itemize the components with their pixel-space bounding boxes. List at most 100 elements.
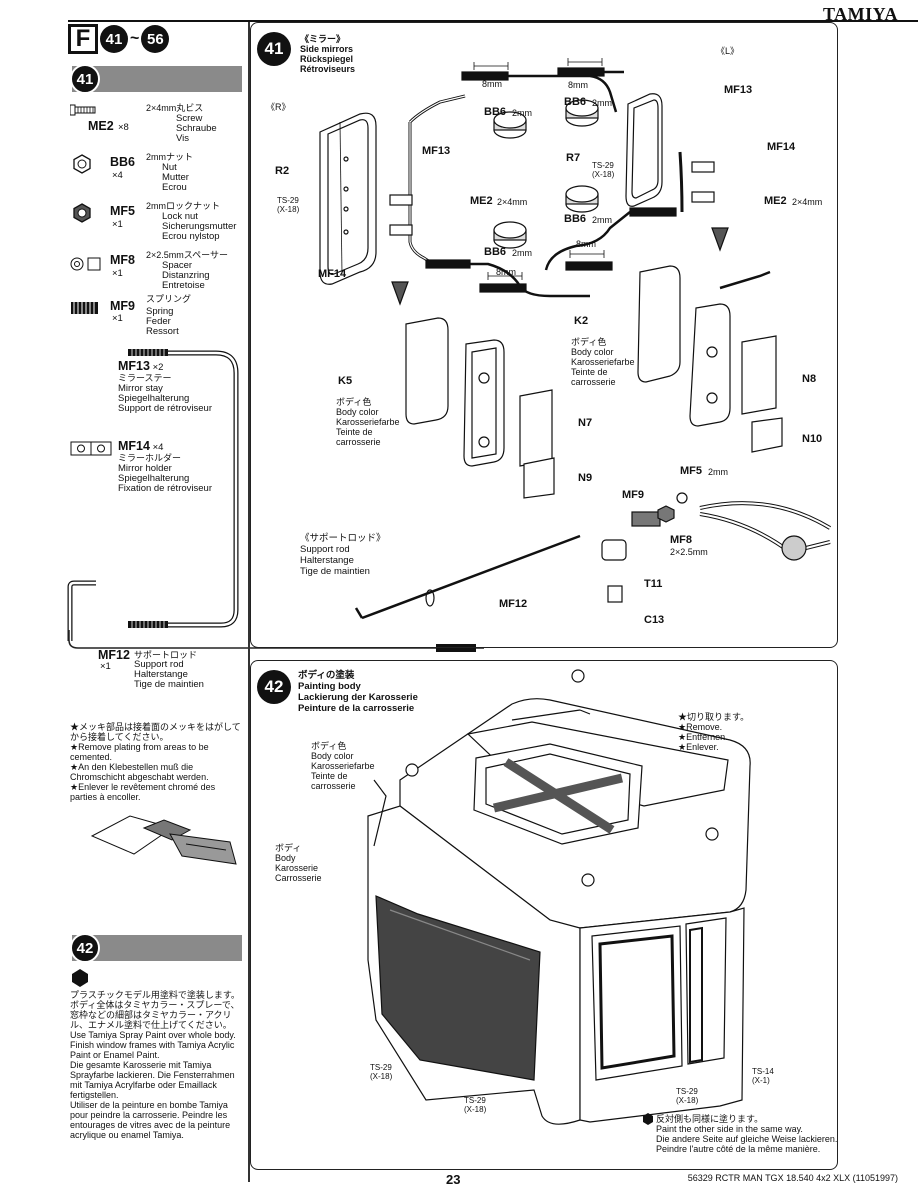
part-mf14-code: MF14 bbox=[118, 439, 150, 453]
part-mf5-jp: 2mmロックナット bbox=[146, 201, 220, 211]
part-bb6-code: BB6 bbox=[110, 155, 136, 169]
section-letter: F bbox=[68, 24, 98, 54]
paint-ts29-a: TS-29 (X-18) bbox=[370, 1063, 393, 1081]
step41-assembly-drawing bbox=[319, 58, 832, 620]
column-divider bbox=[248, 22, 250, 1182]
callout-mf13-l: MF13 bbox=[724, 84, 753, 96]
callout-mf5-size: 2mm bbox=[708, 467, 728, 477]
callout-mf13-r: MF13 bbox=[422, 145, 451, 157]
callout-me2-size-r: 2×4mm bbox=[497, 197, 528, 207]
plating-note: ★メッキ部品は接着面のメッキをはがしてから接着してください。 ★Remove p… bbox=[70, 722, 241, 802]
callout-bb6-size-l1: 2mm bbox=[592, 98, 612, 108]
paint-ts14: TS-14 (X-1) bbox=[752, 1067, 774, 1085]
part-mf12-qty: ×1 bbox=[100, 661, 111, 672]
body-color-label: ボディ色 Body color Karosseriefarbe Teinte d… bbox=[311, 741, 375, 791]
callout-n10: N10 bbox=[802, 433, 823, 445]
part-mf8-jp: 2×2.5mmスペーサー bbox=[146, 250, 228, 260]
part-me2-names: Screw Schraube Vis bbox=[176, 113, 217, 144]
callout-mf12: MF12 bbox=[499, 598, 528, 610]
callout-bb6-r1: BB6 bbox=[484, 106, 507, 118]
part-mf12-jp: サポートロッド bbox=[134, 650, 198, 660]
part-mf13-code: MF13 bbox=[118, 359, 150, 373]
body-label: ボディ Body Karosserie Carrosserie bbox=[275, 843, 322, 883]
part-mf13-qty: ×2 bbox=[152, 362, 164, 373]
side-right-label: 《R》 bbox=[266, 102, 291, 112]
model-code: 56329 RCTR MAN TGX 18.540 4x2 XLX (11051… bbox=[687, 1173, 898, 1183]
part-mf5-names: Lock nut Sicherungsmutter Ecrou nylstop bbox=[162, 211, 237, 242]
callout-n7: N7 bbox=[578, 417, 593, 429]
step42-side-header: 42 bbox=[70, 933, 242, 963]
paint-ts29-l: TS-29 (X-18) bbox=[592, 161, 615, 179]
callout-bb6-size-r2: 2mm bbox=[512, 248, 532, 258]
callout-bb6-l2: BB6 bbox=[564, 213, 587, 225]
support-rod-title: 《サポートロッド》 Support rod Halterstange Tige … bbox=[300, 533, 386, 577]
nut-icon bbox=[73, 154, 91, 174]
mirror-title: 《ミラー》 Side mirrors Rückspiegel Rétrovise… bbox=[300, 34, 356, 74]
paint-ts29-b: TS-29 (X-18) bbox=[464, 1096, 487, 1114]
callout-me2-size-l: 2×4mm bbox=[792, 197, 823, 207]
callout-bb6-size-r1: 2mm bbox=[512, 108, 532, 118]
callout-n9: N9 bbox=[578, 472, 593, 484]
part-mf9-jp: スプリング bbox=[146, 294, 192, 304]
callout-k2: K2 bbox=[574, 315, 589, 327]
dim-8mm-r2: 8mm bbox=[496, 267, 516, 277]
paint-can-small-icon bbox=[643, 1113, 653, 1125]
side-left-label: 《L》 bbox=[716, 46, 740, 56]
part-me2-qty: ×8 bbox=[118, 122, 129, 133]
step42-side-badge: 42 bbox=[70, 933, 100, 963]
part-mf8-code: MF8 bbox=[110, 253, 135, 267]
step41-parts-header: 41 bbox=[70, 64, 242, 94]
step41-panel-bottom bbox=[68, 630, 484, 652]
part-me2: 2×4mm丸ビス ME2 ×8 Screw Schraube Vis bbox=[70, 103, 240, 144]
part-mf9-code: MF9 bbox=[110, 299, 135, 313]
dim-8mm-r1: 8mm bbox=[482, 79, 502, 89]
part-mf14: MF14 ×4 ミラーホルダー Mirror holder Spiegelhal… bbox=[118, 439, 238, 494]
section-header: F 41 ~ 56 bbox=[68, 24, 170, 54]
callout-mf5: MF5 bbox=[680, 465, 702, 477]
part-mf12-names: Support rod Halterstange Tige de maintie… bbox=[134, 659, 204, 690]
brand-logo: TAMIYA bbox=[822, 4, 898, 24]
screw-icon bbox=[70, 104, 96, 116]
part-mf13: MF13 ×2 ミラーステー Mirror stay Spiegelhalter… bbox=[118, 359, 238, 414]
callout-me2-l: ME2 bbox=[764, 195, 787, 207]
part-me2-code: ME2 bbox=[88, 119, 114, 133]
cut-note: ★切り取ります。 ★Remove. ★Entfernen. ★Enlever. bbox=[678, 712, 750, 752]
step41-number: 41 bbox=[257, 32, 291, 66]
callout-mf14-l: MF14 bbox=[767, 141, 796, 153]
section-start-step: 41 bbox=[100, 25, 128, 53]
callout-mf9: MF9 bbox=[622, 489, 644, 501]
dim-8mm-l1: 8mm bbox=[568, 80, 588, 90]
callout-bb6-r2: BB6 bbox=[484, 246, 507, 258]
part-mf8-names: Spacer Distanzring Entretoise bbox=[162, 260, 210, 291]
part-bb6: 2mmナット BB6 ×4 Nut Mutter Ecrou bbox=[70, 152, 240, 193]
callout-r7: R7 bbox=[566, 152, 581, 164]
part-mf9: スプリング MF9 ×1 Spring Feder Ressort bbox=[70, 294, 240, 337]
callout-me2-r: ME2 bbox=[470, 195, 493, 207]
part-mf5-code: MF5 bbox=[110, 204, 135, 218]
paint-ts29-r: TS-29 (X-18) bbox=[277, 196, 300, 214]
part-me2-jp: 2×4mm丸ビス bbox=[146, 103, 204, 113]
part-mf13-jp: ミラーステー bbox=[118, 373, 172, 383]
cab-body-drawing bbox=[367, 669, 751, 1125]
part-mf8-qty: ×1 bbox=[112, 268, 123, 279]
part-mf13-names: Mirror stay Spiegelhalterung Support de … bbox=[118, 383, 212, 414]
part-mf5: 2mmロックナット MF5 ×1 Lock nut Sicherungsmutt… bbox=[70, 201, 240, 242]
section-end-step: 56 bbox=[141, 25, 170, 53]
step42-number: 42 bbox=[257, 670, 291, 704]
spring-icon bbox=[71, 302, 98, 314]
part-mf12: MF12 ×1 サポートロッド Support rod Halterstange… bbox=[98, 648, 248, 694]
mirror-holder-icon bbox=[70, 441, 112, 456]
other-side-note: 反対側も同様に塗ります。 Paint the other side in the… bbox=[656, 1114, 838, 1154]
callout-n8: N8 bbox=[802, 373, 817, 385]
header-rule bbox=[68, 20, 918, 22]
mirror-stay-drawing bbox=[67, 349, 239, 641]
paint-can-icon bbox=[72, 969, 88, 987]
callout-bb6-size-l2: 2mm bbox=[592, 215, 612, 225]
section-range-sep: ~ bbox=[130, 30, 140, 47]
callout-mf8: MF8 bbox=[670, 534, 692, 546]
part-mf12-code: MF12 bbox=[98, 648, 130, 662]
part-bb6-names: Nut Mutter Ecrou bbox=[162, 162, 189, 193]
part-bb6-jp: 2mmナット bbox=[146, 152, 193, 162]
lock-nut-icon bbox=[73, 203, 91, 223]
part-mf14-qty: ×4 bbox=[152, 442, 164, 453]
